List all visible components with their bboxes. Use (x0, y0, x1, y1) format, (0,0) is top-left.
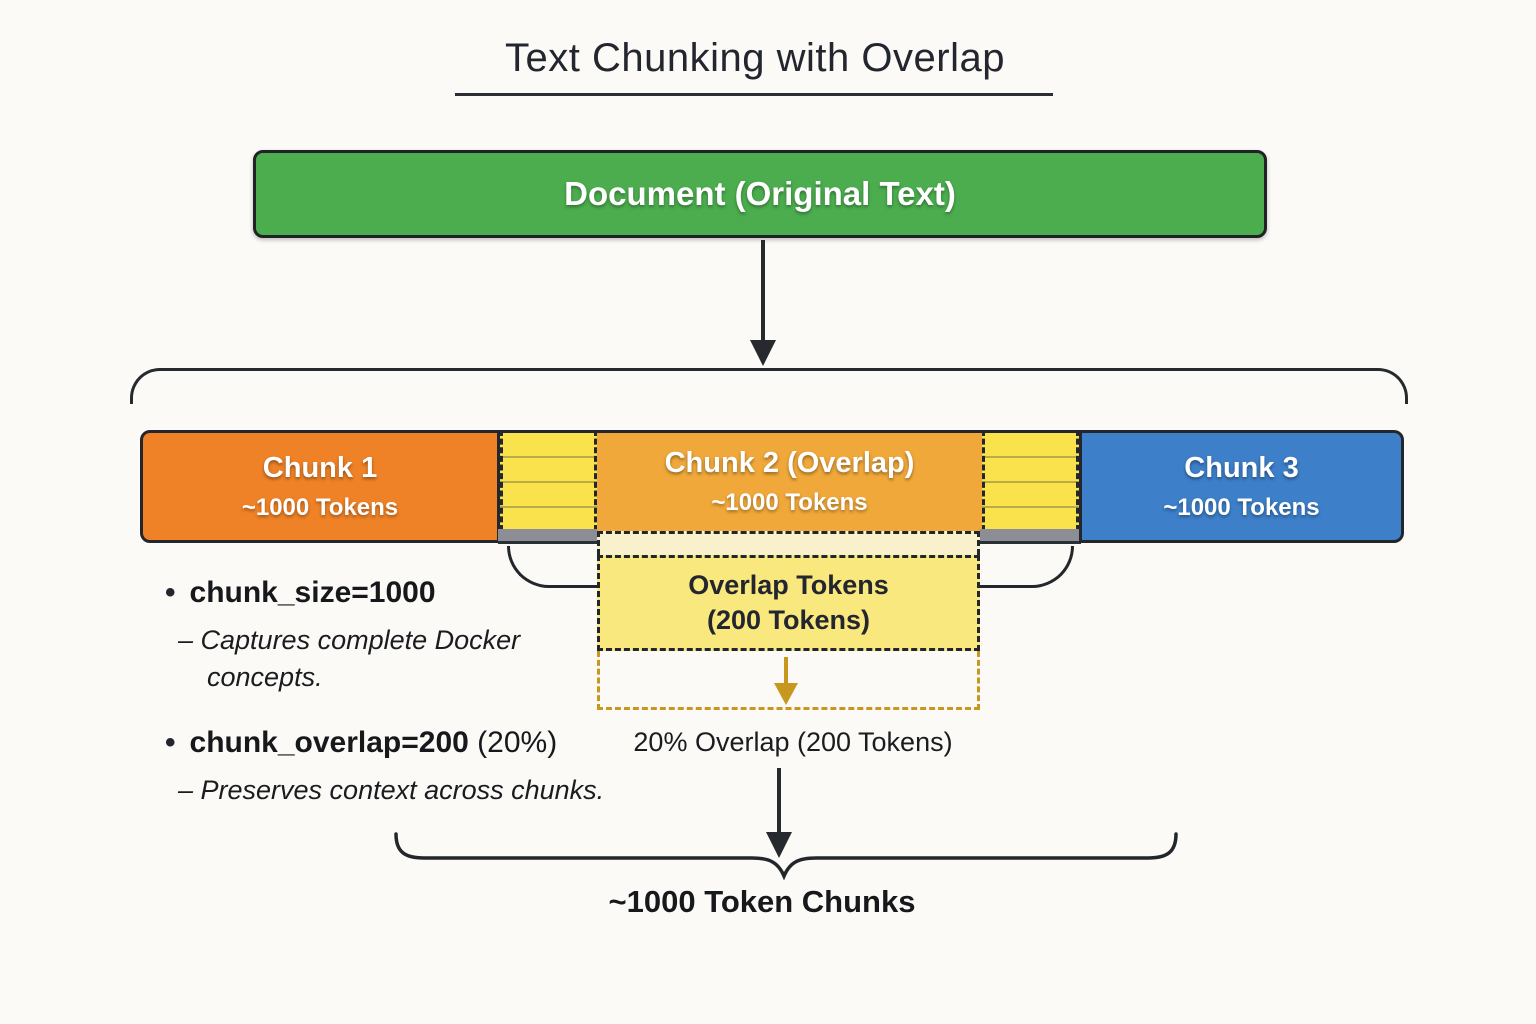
overlap-dashed-extension (597, 651, 980, 710)
overlap-caption: 20% Overlap (200 Tokens) (633, 727, 953, 757)
gray-bar-left (498, 529, 599, 544)
overlap-strip-right (982, 430, 1079, 531)
overlap-strip-left (500, 430, 597, 531)
overlap-pale-strip (597, 531, 980, 555)
gold-down-arrow-icon (774, 683, 798, 705)
note-suffix-chunk-overlap: (20%) (468, 726, 558, 759)
chunk-3-label: Chunk 3 (1184, 451, 1299, 484)
note-param-chunk-size: chunk_size=1000 (189, 576, 436, 609)
bottom-down-arrow-icon (766, 832, 792, 858)
chunk-1-box: Chunk 1 ~1000 Tokens (140, 430, 500, 543)
chunk-2-box: Chunk 2 (Overlap) ~1000 Tokens (597, 430, 982, 531)
chunk-3-box: Chunk 3 ~1000 Tokens (1079, 430, 1404, 543)
chunk-2-label: Chunk 2 (Overlap) (664, 447, 915, 479)
bullet-icon: • (165, 726, 176, 759)
bottom-caption: ~1000 Token Chunks (608, 884, 916, 919)
bottom-brace (394, 832, 1178, 881)
top-bracket (130, 368, 1408, 404)
document-label: Document (Original Text) (564, 175, 956, 212)
overlap-tokens-line1: Overlap Tokens (688, 570, 889, 600)
chunk-1-label: Chunk 1 (262, 451, 378, 484)
down-arrow-icon (750, 340, 776, 366)
overlap-tokens-box: Overlap Tokens (200 Tokens) (597, 555, 980, 651)
chunk-1-tokens: ~1000 Tokens (241, 493, 399, 521)
bottom-arrow-line (777, 768, 781, 836)
bullet-icon: • (165, 576, 176, 609)
gray-bar-right (980, 529, 1081, 544)
note-detail-chunk-overlap: – Preserves context across chunks. (178, 775, 605, 805)
document-box: Document (Original Text) (253, 150, 1267, 238)
overlap-tokens-line2: (200 Tokens) (706, 605, 871, 635)
gold-arrow-line (784, 657, 788, 685)
connector-curve-left (507, 546, 597, 588)
note-param-chunk-overlap: chunk_overlap=200 (189, 726, 469, 759)
chunk-3-tokens: ~1000 Tokens (1163, 493, 1320, 521)
note-item-chunk-overlap: • chunk_overlap=200 (20%) (165, 726, 557, 761)
chunk-2-tokens: ~1000 Tokens (711, 489, 868, 516)
connector-curve-right (980, 546, 1074, 588)
note-detail-chunk-size: – Captures complete Docker concepts. (178, 625, 521, 693)
down-arrow-line (761, 240, 765, 342)
page-title: Text Chunking with Overlap (505, 36, 1005, 80)
title-underline (455, 93, 1053, 96)
note-item-chunk-size: • chunk_size=1000 (165, 576, 436, 611)
